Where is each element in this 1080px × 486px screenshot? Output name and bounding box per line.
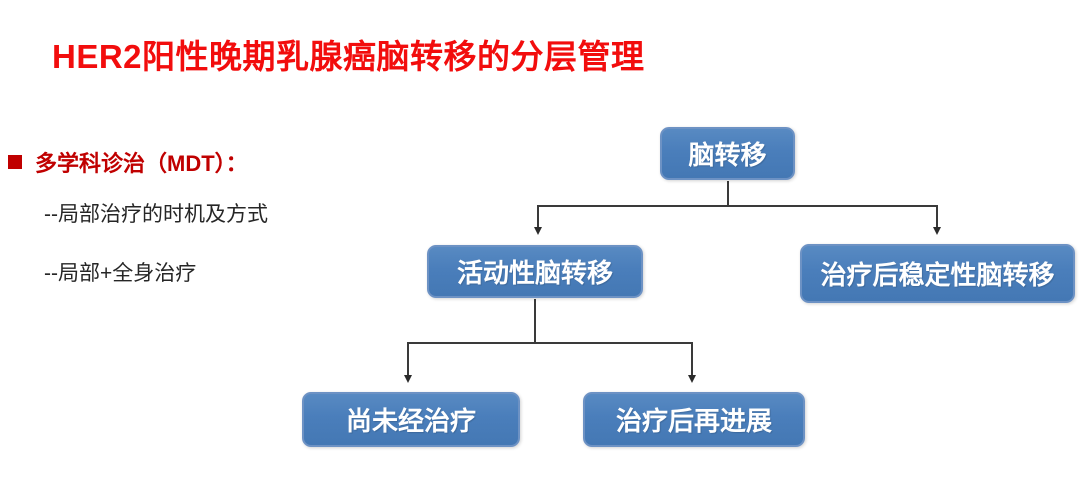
- mdt-bullet-row: 多学科诊治（MDT）：: [8, 146, 248, 178]
- mdt-subitem-local-therapy: --局部治疗的时机及方式: [44, 203, 268, 226]
- mdt-subitem-local-plus-systemic: --局部+全身治疗: [44, 262, 197, 285]
- flow-node-active-brain-metastasis: 活动性脑转移: [427, 245, 643, 298]
- flow-node-untreated: 尚未经治疗: [302, 392, 520, 447]
- page-title: HER2阳性晚期乳腺癌脑转移的分层管理: [52, 38, 645, 75]
- flow-node-stable-after-treatment: 治疗后稳定性脑转移: [800, 244, 1075, 303]
- bullet-square-icon: [8, 155, 22, 169]
- flow-node-progressed-after-treatment: 治疗后再进展: [583, 392, 805, 447]
- flow-node-brain-metastasis: 脑转移: [660, 127, 795, 180]
- mdt-heading: 多学科诊治（MDT）：: [35, 151, 248, 176]
